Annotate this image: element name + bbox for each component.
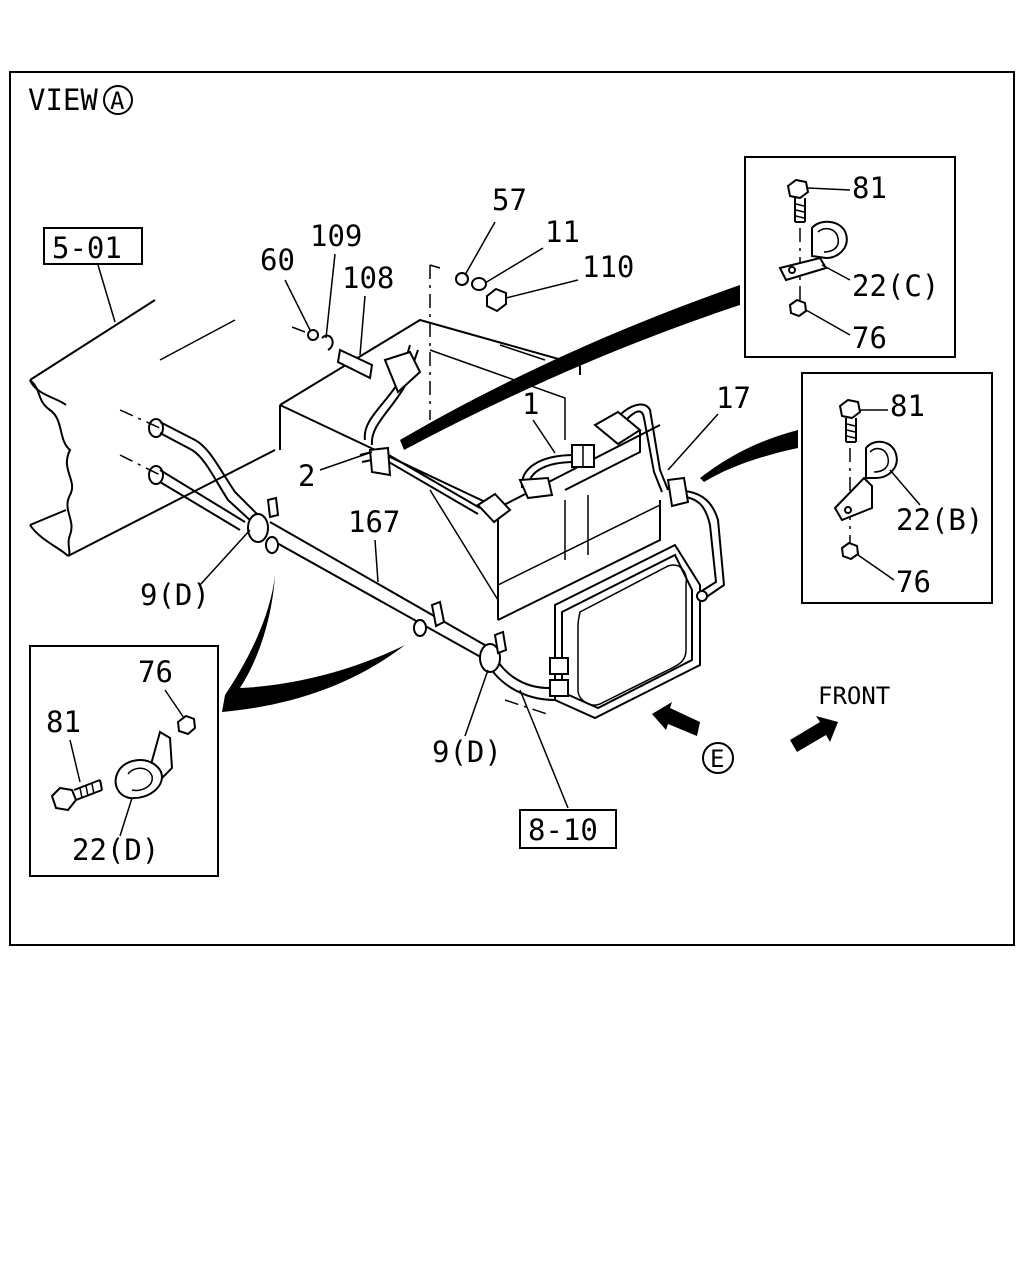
inset-d-nut-label: 76: [138, 655, 173, 689]
connector-1: [549, 657, 569, 675]
washer-11: [471, 277, 487, 291]
view-circle: [103, 85, 133, 115]
inset-b-box: [801, 372, 993, 604]
cable-17: [666, 476, 726, 599]
ground-stud-108: [336, 348, 374, 380]
cable-bracket: [383, 350, 422, 394]
nut-110: [486, 287, 507, 313]
callout-108: 108: [342, 261, 394, 295]
front-indicator: FRONT: [790, 682, 890, 752]
grommet-upper: [148, 418, 164, 438]
harness-167: [119, 409, 556, 716]
view-e-indicator: E: [652, 702, 734, 774]
swoosh-inset-c: [400, 285, 740, 450]
inset-d-nut: [176, 714, 197, 736]
callout-167: 167: [348, 505, 400, 539]
callout-57: 57: [492, 183, 527, 217]
clip-left: [265, 536, 279, 554]
washer-109: [321, 334, 334, 351]
inset-c-clip-tab: [778, 256, 828, 282]
battery-box: [279, 318, 661, 621]
terminal-clamp-1: [518, 476, 554, 500]
view-prefix: VIEW: [28, 83, 98, 117]
inset-c-clip-loop: [811, 220, 848, 260]
view-letter: A: [110, 87, 125, 115]
callout-11: 11: [545, 215, 580, 249]
inset-d-box: [29, 645, 219, 877]
swoosh-inset-b: [700, 430, 798, 482]
inset-c-bolt-label: 81: [852, 171, 887, 205]
callout-9d-left: 9(D): [140, 578, 210, 612]
front-arrow: [790, 716, 838, 752]
frame-ref-label: 5-01: [52, 231, 122, 265]
inset-d-bolt-head: [50, 786, 78, 812]
controller-box: [549, 543, 708, 720]
inset-b-nut-label: 76: [896, 565, 931, 599]
connector-2: [549, 679, 569, 697]
view-title: VIEW A: [28, 83, 133, 117]
callout-2: 2: [298, 459, 315, 493]
inset-d-bolt-label: 81: [46, 705, 81, 739]
clamp-9d-left: [247, 513, 269, 543]
grommet-lower: [148, 465, 164, 485]
cable-17-clip: [666, 476, 690, 508]
callout-9d-bottom: 9(D): [432, 735, 502, 769]
callout-1: 1: [522, 387, 539, 421]
callout-60: 60: [260, 243, 295, 277]
diagram-border: [9, 71, 1015, 946]
controller-bolt: [696, 590, 708, 602]
inset-d-clip-loop: [114, 759, 163, 800]
frame-rail: [29, 299, 276, 557]
frame-leader: [97, 264, 116, 323]
inset-b-clip-loop: [865, 440, 898, 479]
washer-57: [455, 272, 469, 286]
inset-b-clip-tab: [833, 476, 873, 522]
washer-60: [307, 329, 319, 341]
inset-b-bolt-label: 81: [890, 389, 925, 423]
inset-b-bolt-head: [838, 398, 862, 420]
inset-c-box: [744, 156, 956, 358]
harness-ref-label: 8-10: [528, 813, 598, 847]
inset-c-nut-label: 76: [852, 321, 887, 355]
callout-110: 110: [582, 250, 634, 284]
terminal-block-2: [593, 410, 642, 446]
clamp-9d-bottom: [479, 643, 501, 673]
inset-b-nut: [840, 541, 860, 561]
clip-mid-tab: [430, 600, 446, 628]
cable-clip: [368, 446, 392, 477]
inset-c: 81 22(C) 76: [744, 156, 956, 358]
view-e-letter: E: [710, 745, 724, 773]
inset-c-nut: [788, 298, 808, 318]
battery-cables: [291, 264, 669, 524]
frame-ref-box: [43, 227, 143, 265]
inset-d: 76 81 22(D): [29, 645, 219, 877]
callout-17: 17: [716, 381, 751, 415]
view-e-arrow: [652, 702, 700, 736]
view-e-circle: [702, 742, 734, 774]
terminal-post: [476, 492, 512, 524]
inset-b-clip-label: 22(B): [896, 503, 983, 537]
clip-tab-left: [266, 496, 280, 519]
inset-c-bolt-head: [786, 178, 810, 200]
harness-ref-box: [519, 809, 617, 849]
swoosh-inset-d: [222, 575, 405, 712]
clip-mid: [413, 619, 427, 637]
harness-leader: [519, 689, 569, 809]
inset-d-clip-label: 22(D): [72, 833, 159, 867]
callouts: 57 11 110 109 60 108 1 17 2 167 9(D) 9(D…: [140, 183, 751, 769]
callout-109: 109: [310, 219, 362, 253]
front-label: FRONT: [818, 682, 890, 710]
clip-tab-right: [493, 630, 508, 655]
inset-c-clip-label: 22(C): [852, 269, 939, 303]
inset-b: 81 22(B) 76: [801, 372, 993, 604]
